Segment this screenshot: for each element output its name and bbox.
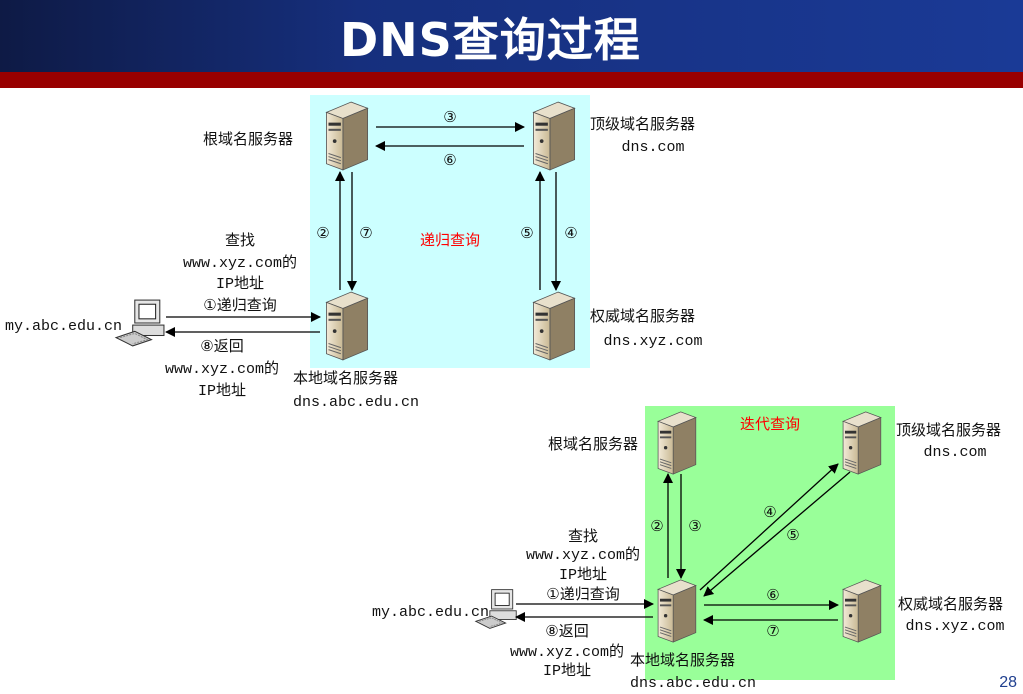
- arrow-step-5: [703, 471, 851, 597]
- reply-text-line: ⑧返回: [200, 338, 243, 356]
- tld-server-host: dns.com: [923, 444, 986, 461]
- slide-title: DNS查询过程: [340, 13, 641, 67]
- local-server-icon: [657, 579, 697, 643]
- reply-text-line: IP地址: [198, 382, 246, 400]
- query-text-line: 查找: [225, 232, 255, 250]
- tld-server-icon: [532, 101, 576, 171]
- step-4-label: ④: [763, 503, 776, 521]
- client-host: my.abc.edu.cn: [5, 318, 122, 335]
- step-5-label: ⑤: [520, 224, 533, 242]
- step-3-label: ③: [443, 108, 456, 126]
- step-7-label: ⑦: [359, 224, 372, 242]
- client-computer-icon: [115, 299, 165, 347]
- query-text-line: ①递归查询: [546, 586, 619, 604]
- page-number: 28: [999, 674, 1017, 691]
- auth-server-label: 权威域名服务器: [590, 308, 695, 326]
- root-server-icon: [657, 411, 697, 475]
- root-server-label: 根域名服务器: [203, 131, 293, 149]
- query-text-line: IP地址: [216, 275, 264, 293]
- local-server-host: dns.abc.edu.cn: [630, 675, 756, 692]
- reply-text-line: www.xyz.com的: [510, 643, 624, 661]
- local-server-label: 本地域名服务器: [293, 370, 398, 388]
- client-host: my.abc.edu.cn: [372, 604, 489, 621]
- auth-server-label: 权威域名服务器: [898, 596, 1003, 614]
- auth-server-host: dns.xyz.com: [603, 333, 702, 350]
- tld-server-label: 顶级域名服务器: [896, 422, 1001, 440]
- iterative-title: 迭代查询: [740, 416, 800, 434]
- reply-text-line: IP地址: [543, 662, 591, 680]
- step-6-label: ⑥: [443, 151, 456, 169]
- tld-server-label: 顶级域名服务器: [590, 116, 695, 134]
- step-4-label: ④: [564, 224, 577, 242]
- step-2-label: ②: [650, 517, 663, 535]
- auth-server-icon: [842, 579, 882, 643]
- local-server-label: 本地域名服务器: [630, 652, 735, 670]
- query-text-line: 查找: [568, 528, 598, 546]
- reply-text-line: ⑧返回: [545, 623, 588, 641]
- recursive-title: 递归查询: [420, 232, 480, 250]
- auth-server-host: dns.xyz.com: [905, 618, 1004, 635]
- query-text-line: ①递归查询: [203, 297, 276, 315]
- step-5-label: ⑤: [786, 526, 799, 544]
- step-7-label: ⑦: [766, 622, 779, 640]
- arrow-step-4: [699, 463, 839, 591]
- root-server-icon: [325, 101, 369, 171]
- auth-server-icon: [532, 291, 576, 361]
- step-3-label: ③: [688, 517, 701, 535]
- tld-server-icon: [842, 411, 882, 475]
- query-text-line: www.xyz.com的: [526, 546, 640, 564]
- reply-text-line: www.xyz.com的: [165, 360, 279, 378]
- query-text-line: www.xyz.com的: [183, 254, 297, 272]
- query-text-line: IP地址: [559, 566, 607, 584]
- header-divider-bar: [0, 72, 1023, 88]
- step-6-label: ⑥: [766, 586, 779, 604]
- local-server-host: dns.abc.edu.cn: [293, 394, 419, 411]
- tld-server-host: dns.com: [621, 139, 684, 156]
- root-server-label: 根域名服务器: [548, 436, 638, 454]
- slide-header: DNS查询过程: [0, 0, 1023, 72]
- local-server-icon: [325, 291, 369, 361]
- step-2-label: ②: [316, 224, 329, 242]
